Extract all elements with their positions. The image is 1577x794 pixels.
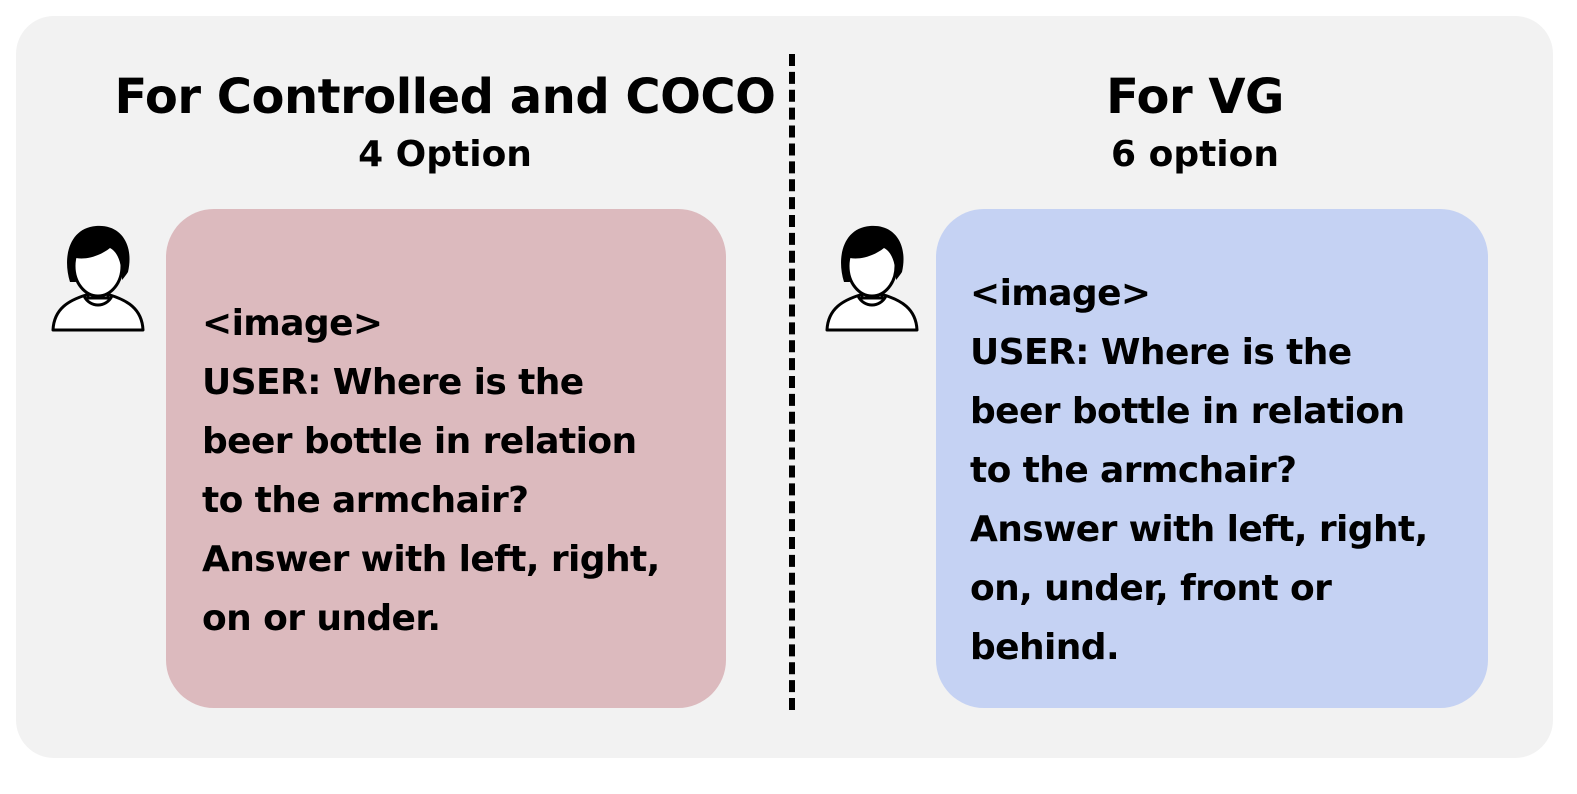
prompt-line: <image>	[202, 303, 383, 344]
prompt-line: to the armchair?	[202, 480, 529, 521]
prompt-line: Answer with left, right,	[970, 509, 1428, 550]
prompt-line: USER: Where is the	[970, 332, 1352, 373]
left-title: For Controlled and COCO	[114, 69, 776, 125]
prompt-line: to the armchair?	[970, 450, 1297, 491]
left-heading: For Controlled and COCO 4 Option	[95, 68, 795, 178]
left-prompt-bubble: <image> USER: Where is the beer bottle i…	[166, 209, 726, 708]
dashed-divider	[789, 54, 795, 710]
right-subtitle: 6 option	[1111, 134, 1279, 175]
right-heading: For VG 6 option	[845, 68, 1545, 178]
right-title: For VG	[1106, 69, 1284, 125]
user-avatar-icon	[822, 222, 922, 334]
prompt-line: USER: Where is the	[202, 362, 584, 403]
right-prompt-bubble: <image> USER: Where is the beer bottle i…	[936, 209, 1488, 708]
prompt-line: behind.	[970, 627, 1120, 668]
prompt-line: beer bottle in relation	[970, 391, 1405, 432]
prompt-line: on, under, front or	[970, 568, 1332, 609]
left-subtitle: 4 Option	[358, 134, 532, 175]
prompt-line: beer bottle in relation	[202, 421, 637, 462]
prompt-line: on or under.	[202, 598, 441, 639]
prompt-line: <image>	[970, 273, 1151, 314]
user-avatar-icon	[48, 222, 148, 334]
prompt-line: Answer with left, right,	[202, 539, 660, 580]
